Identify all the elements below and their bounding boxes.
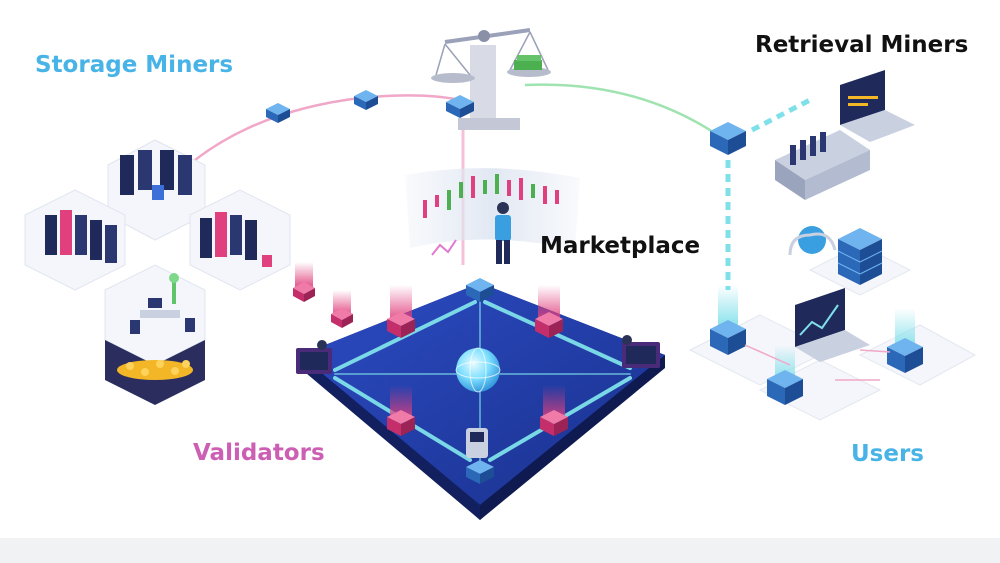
user-node-right [887, 338, 923, 373]
person-icon [495, 202, 511, 264]
user-server-stack [837, 228, 883, 285]
users-label: Users [851, 441, 924, 467]
storage-miner-room-left [24, 189, 126, 291]
storage-miner-room-bottom [104, 264, 206, 405]
user-node-left [710, 320, 746, 355]
market-chart-screen [405, 168, 580, 256]
user-laptop-icon [795, 288, 870, 362]
storage-miner-room-right [189, 189, 291, 291]
marketplace-label: Marketplace [540, 233, 701, 259]
validators-label: Validators [193, 440, 325, 466]
node-cube-top-left [266, 103, 290, 123]
laptop-icon [840, 70, 915, 142]
globe-icon [455, 347, 501, 393]
validator-node-4 [540, 385, 568, 436]
validator-node-left-a [293, 262, 315, 302]
platform-corner-node-bottom [466, 460, 494, 484]
coin-pile-icon [117, 360, 193, 380]
candlesticks [423, 174, 559, 218]
validator-node-3 [387, 385, 415, 436]
balance-scale-icon [431, 28, 551, 130]
cloud-globe-icon [788, 226, 837, 256]
server-rack-icon [169, 273, 179, 304]
bottom-band [0, 538, 1000, 563]
validator-node-left-b [331, 290, 353, 328]
validator-terminal-right [622, 335, 660, 368]
mining-rig [775, 130, 870, 200]
retrieval-node-cube [710, 122, 746, 155]
user-node-mid [767, 370, 803, 405]
platform-corner-node-top [466, 278, 494, 302]
validator-terminal-left [296, 340, 332, 374]
validator-platform [300, 283, 665, 520]
node-cube-top-mid [354, 90, 378, 110]
retrieval-miners-label: Retrieval Miners [755, 32, 969, 58]
user-link-lines [744, 344, 891, 381]
kiosk-icon [466, 428, 488, 458]
validator-node-2 [535, 285, 563, 338]
validator-node-1 [387, 285, 415, 338]
storage-miners-label: Storage Miners [35, 52, 234, 78]
